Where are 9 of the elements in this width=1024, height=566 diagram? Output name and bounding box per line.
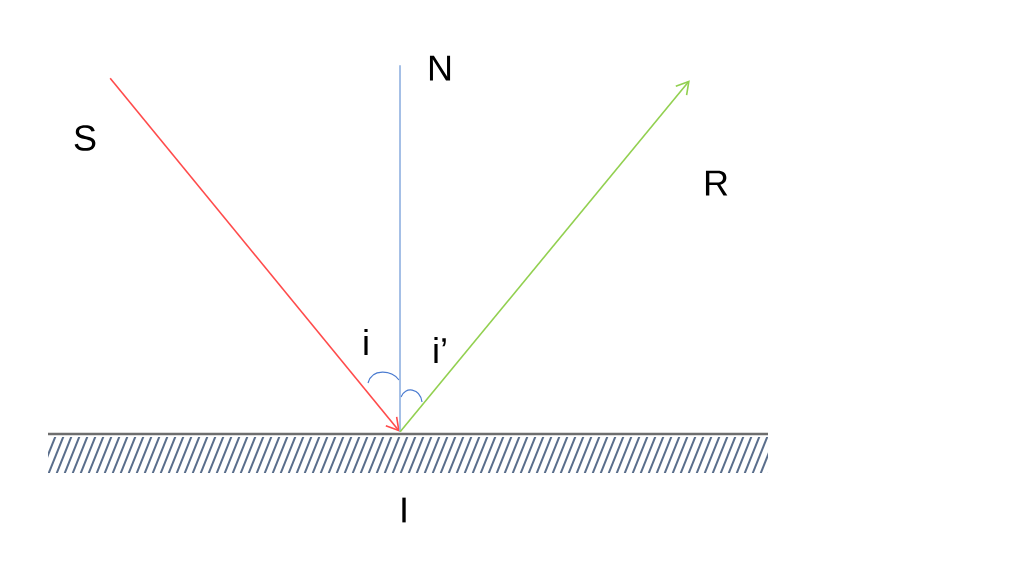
point-label: R: [705, 170, 728, 196]
ray: [399, 80, 690, 433]
ray: [399, 64, 401, 433]
angle-label: i: [364, 328, 368, 356]
point-label: N: [429, 55, 451, 81]
angle-label: i’: [434, 336, 446, 364]
ray: [109, 77, 400, 432]
point-label: I: [402, 497, 406, 523]
point-label: S: [74, 125, 96, 151]
